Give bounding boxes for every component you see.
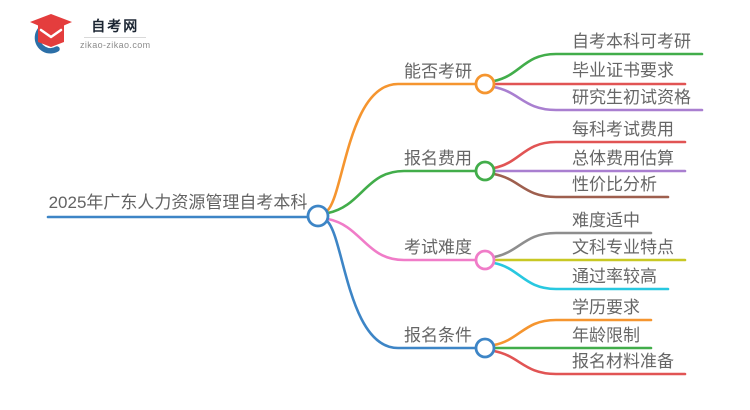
subbranch-label-1-2: 毕业证书要求 — [572, 61, 674, 80]
subbranch-curve-2-3 — [492, 172, 670, 199]
subbranch-label-3-3: 通过率较高 — [572, 267, 657, 286]
subbranch-curve-2-1 — [492, 140, 687, 170]
root-node-circle — [306, 204, 330, 228]
subbranch-label-2-3: 性价比分析 — [572, 175, 657, 194]
subbranch-label-3-1: 难度适中 — [572, 211, 640, 230]
graduation-cap-icon — [30, 14, 72, 54]
branch-label-2: 报名费用 — [404, 149, 472, 168]
logo-title: 自考网 — [91, 18, 140, 34]
branch-label-1: 能否考研 — [404, 62, 472, 81]
branch-node-circle-2 — [474, 160, 496, 182]
subbranch-label-4-3: 报名材料准备 — [572, 352, 674, 371]
branch-curve-1 — [325, 82, 478, 213]
subbranch-curve-3-3 — [492, 261, 670, 291]
root-topic-label: 2025年广东人力资源管理自考本科 — [48, 193, 308, 212]
subbranch-label-2-2: 总体费用估算 — [572, 149, 674, 168]
site-logo: 自考网 zikao-zikao.com — [28, 12, 151, 56]
subbranch-label-4-2: 年龄限制 — [572, 326, 640, 345]
branch-label-3: 考试难度 — [404, 238, 472, 257]
subbranch-label-4-1: 学历要求 — [572, 298, 640, 317]
subbranch-curve-3-1 — [492, 231, 653, 259]
branch-node-circle-3 — [474, 249, 496, 271]
subbranch-label-3-2: 文科专业特点 — [572, 238, 674, 257]
logo-domain: zikao-zikao.com — [80, 40, 151, 50]
subbranch-label-1-1: 自考本科可考研 — [572, 32, 691, 51]
branch-label-4: 报名条件 — [404, 326, 472, 345]
subbranch-curve-1-3 — [492, 85, 704, 112]
branch-node-circle-4 — [474, 337, 496, 359]
subbranch-label-2-1: 每科考试费用 — [572, 120, 674, 139]
branch-curve-2 — [326, 169, 478, 215]
subbranch-curve-1-1 — [492, 52, 704, 83]
subbranch-label-1-3: 研究生初试资格 — [572, 88, 691, 107]
branch-node-circle-1 — [474, 73, 496, 95]
subbranch-curve-4-1 — [492, 318, 653, 347]
branch-curve-3 — [326, 217, 478, 262]
subbranch-curve-4-3 — [492, 349, 687, 376]
logo-divider — [84, 37, 147, 38]
branch-curve-4 — [325, 219, 478, 350]
